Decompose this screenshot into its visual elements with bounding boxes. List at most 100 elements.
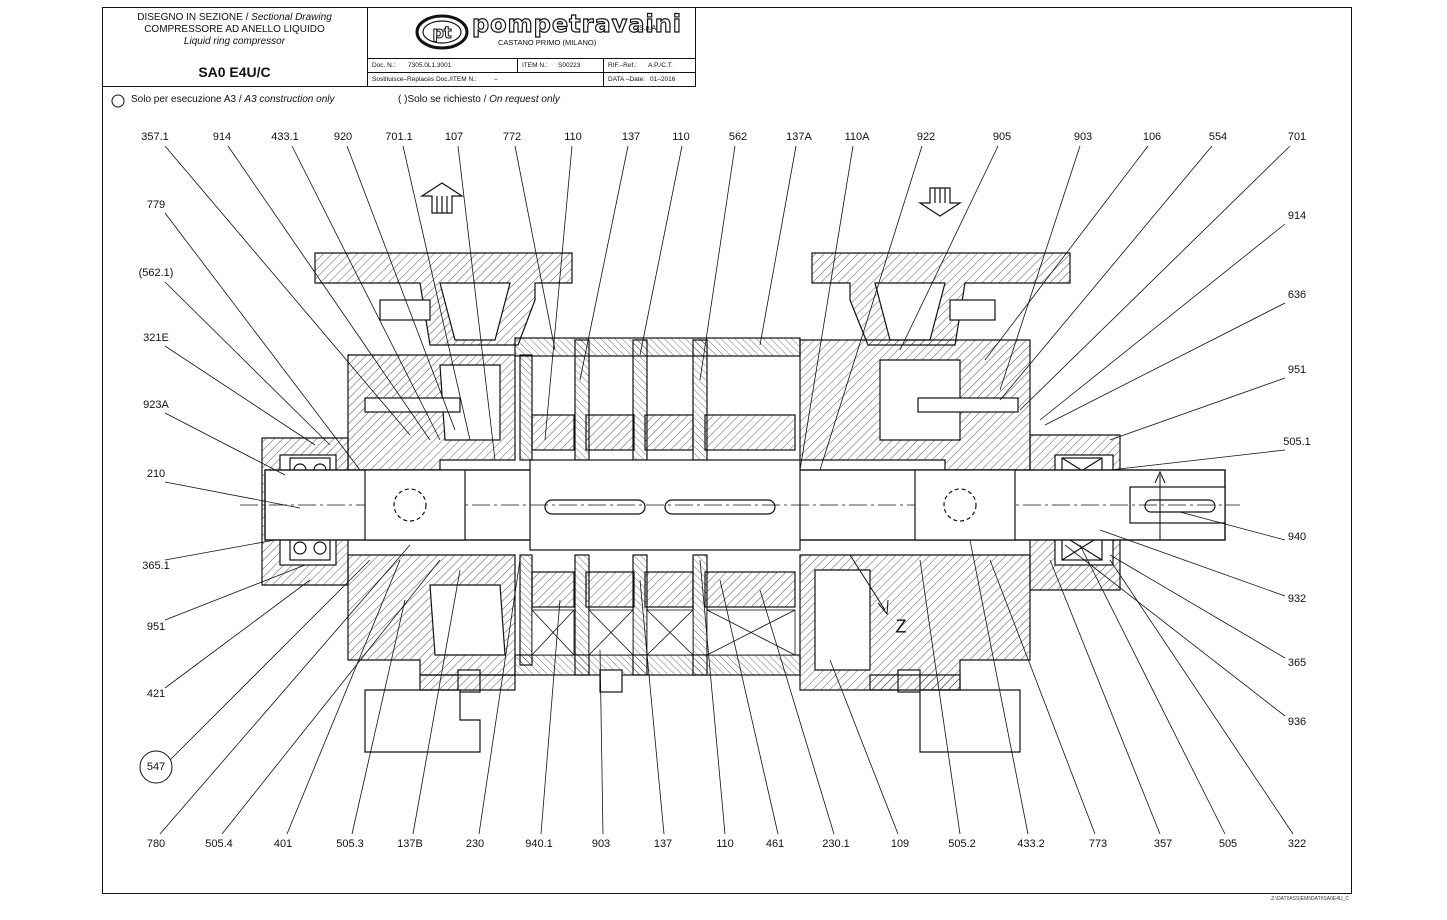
company-cell: pt pompetravaini S.p.A. CASTANO PRIMO (M… — [368, 7, 696, 59]
part-label-right-0: 914 — [1287, 210, 1307, 222]
part-label-bottom-13: 505.2 — [948, 838, 976, 850]
inlet-arrow-icon — [419, 182, 465, 214]
part-label-top-5: 107 — [444, 131, 464, 143]
note-on-request: ( )Solo se richiesto / On request only — [398, 94, 560, 105]
doc-value: 7305.0L1.3001 — [408, 62, 452, 69]
part-label-top-8: 137 — [621, 131, 641, 143]
part-label-left-2: 321E — [143, 332, 169, 344]
part-label-left-3: 923A — [143, 399, 169, 411]
drawing-sheet-frame — [102, 7, 1352, 894]
leader-line — [1179, 511, 1286, 541]
product-it: COMPRESSORE AD ANELLO LIQUIDO — [144, 24, 325, 35]
leader-line — [227, 145, 431, 441]
rotation-arrow-icon — [1154, 470, 1166, 540]
leader-line — [1019, 145, 1291, 411]
leader-line — [639, 145, 683, 356]
leader-line — [164, 281, 331, 446]
part-label-bottom-17: 505 — [1218, 838, 1238, 850]
leader-line — [351, 599, 406, 835]
company-suffix: S.p.A. — [639, 25, 659, 32]
part-label-bottom-6: 940.1 — [525, 838, 553, 850]
part-label-right-1: 636 — [1287, 289, 1307, 301]
part-label-left-5: 365.1 — [142, 560, 170, 572]
part-label-bottom-12: 109 — [890, 838, 910, 850]
part-label-bottom-0: 780 — [146, 838, 166, 850]
replaces-value: – — [494, 76, 498, 83]
company-location: CASTANO PRIMO (MILANO) — [498, 38, 597, 47]
part-label-left-0: 779 — [146, 199, 166, 211]
note-req-it: ( )Solo se richiesto / — [398, 94, 487, 105]
note-a3-en: A3 construction only — [244, 94, 335, 105]
product-en: Liquid ring compressor — [183, 36, 286, 47]
part-label-top-4: 701.1 — [385, 131, 413, 143]
leader-line — [999, 145, 1213, 401]
part-label-left-7: 421 — [146, 688, 166, 700]
leader-line — [1039, 223, 1286, 421]
leader-line — [699, 145, 736, 381]
note-a3: Solo per esecuzione A3 / A3 construction… — [131, 94, 334, 105]
leader-line — [759, 589, 835, 835]
impellers-upper — [519, 339, 796, 461]
part-label-bottom-3: 505.3 — [336, 838, 364, 850]
company-logo-icon: pt — [415, 14, 469, 50]
leader-line — [164, 345, 316, 446]
leader-line — [286, 559, 401, 835]
leader-line — [164, 579, 311, 689]
part-label-top-12: 110A — [844, 131, 870, 143]
part-label-bottom-18: 322 — [1287, 838, 1307, 850]
part-label-top-15: 903 — [1073, 131, 1093, 143]
leader-line — [1109, 449, 1286, 471]
left-seal — [364, 469, 466, 541]
leader-line — [164, 481, 301, 509]
note-req-en: On request only — [489, 94, 560, 105]
part-label-bottom-8: 137 — [653, 838, 673, 850]
pump-body — [240, 182, 1240, 753]
key-slot-1 — [544, 499, 646, 515]
part-label-bottom-2: 401 — [273, 838, 293, 850]
drawing-type-it: DISEGNO IN SEZIONE — [137, 12, 243, 23]
leader-line — [1109, 377, 1286, 441]
circled-label-marker-icon — [139, 750, 173, 784]
doc-label: Doc. N.: — [372, 62, 396, 69]
note-a3-it: Solo per esecuzione A3 / — [131, 94, 242, 105]
leader-line — [544, 145, 573, 441]
leader-line — [829, 659, 899, 835]
item-cell: ITEM N.: S00223 — [518, 59, 604, 73]
part-label-bottom-4: 137B — [397, 838, 423, 850]
part-label-top-0: 357.1 — [141, 131, 169, 143]
casing-bottom-band — [514, 654, 801, 676]
leader-line — [346, 145, 456, 431]
leader-line — [514, 145, 556, 351]
ref-value: A.P./C.T. — [648, 62, 673, 69]
leader-line — [919, 559, 961, 835]
leader-line — [1079, 544, 1226, 835]
drawing-type-en: Sectional Drawing — [251, 12, 332, 23]
part-label-top-9: 110 — [672, 131, 690, 143]
left-upper-cavity — [439, 364, 501, 441]
item-value: S00223 — [558, 62, 581, 69]
leader-line — [699, 559, 726, 835]
part-label-left-6: 951 — [146, 621, 166, 633]
part-label-right-5: 932 — [1287, 593, 1307, 605]
section-marker-z: Z — [895, 616, 907, 637]
part-label-top-7: 110 — [564, 131, 582, 143]
part-label-top-10: 562 — [728, 131, 748, 143]
part-label-right-4: 940 — [1287, 531, 1307, 543]
part-label-bottom-11: 230.1 — [822, 838, 850, 850]
leader-line — [540, 599, 561, 835]
leader-line — [984, 145, 1149, 361]
title-block: DISEGNO IN SEZIONE / Sectional Drawing C… — [102, 7, 696, 87]
outlet-arrow-icon — [917, 187, 963, 217]
company-name: pompetravaini — [471, 9, 683, 38]
part-label-bottom-15: 773 — [1088, 838, 1108, 850]
part-label-bottom-5: 230 — [465, 838, 485, 850]
replaces-cell: Sostituisce–Replaces Doc./ITEM N.: – — [368, 73, 604, 87]
left-foot-pad — [419, 674, 516, 691]
leader-line — [899, 145, 999, 351]
right-foot-pad — [869, 674, 961, 691]
leader-line — [719, 579, 779, 835]
svg-text:pt: pt — [432, 23, 451, 42]
leader-line — [169, 559, 371, 761]
leader-line — [457, 145, 496, 461]
